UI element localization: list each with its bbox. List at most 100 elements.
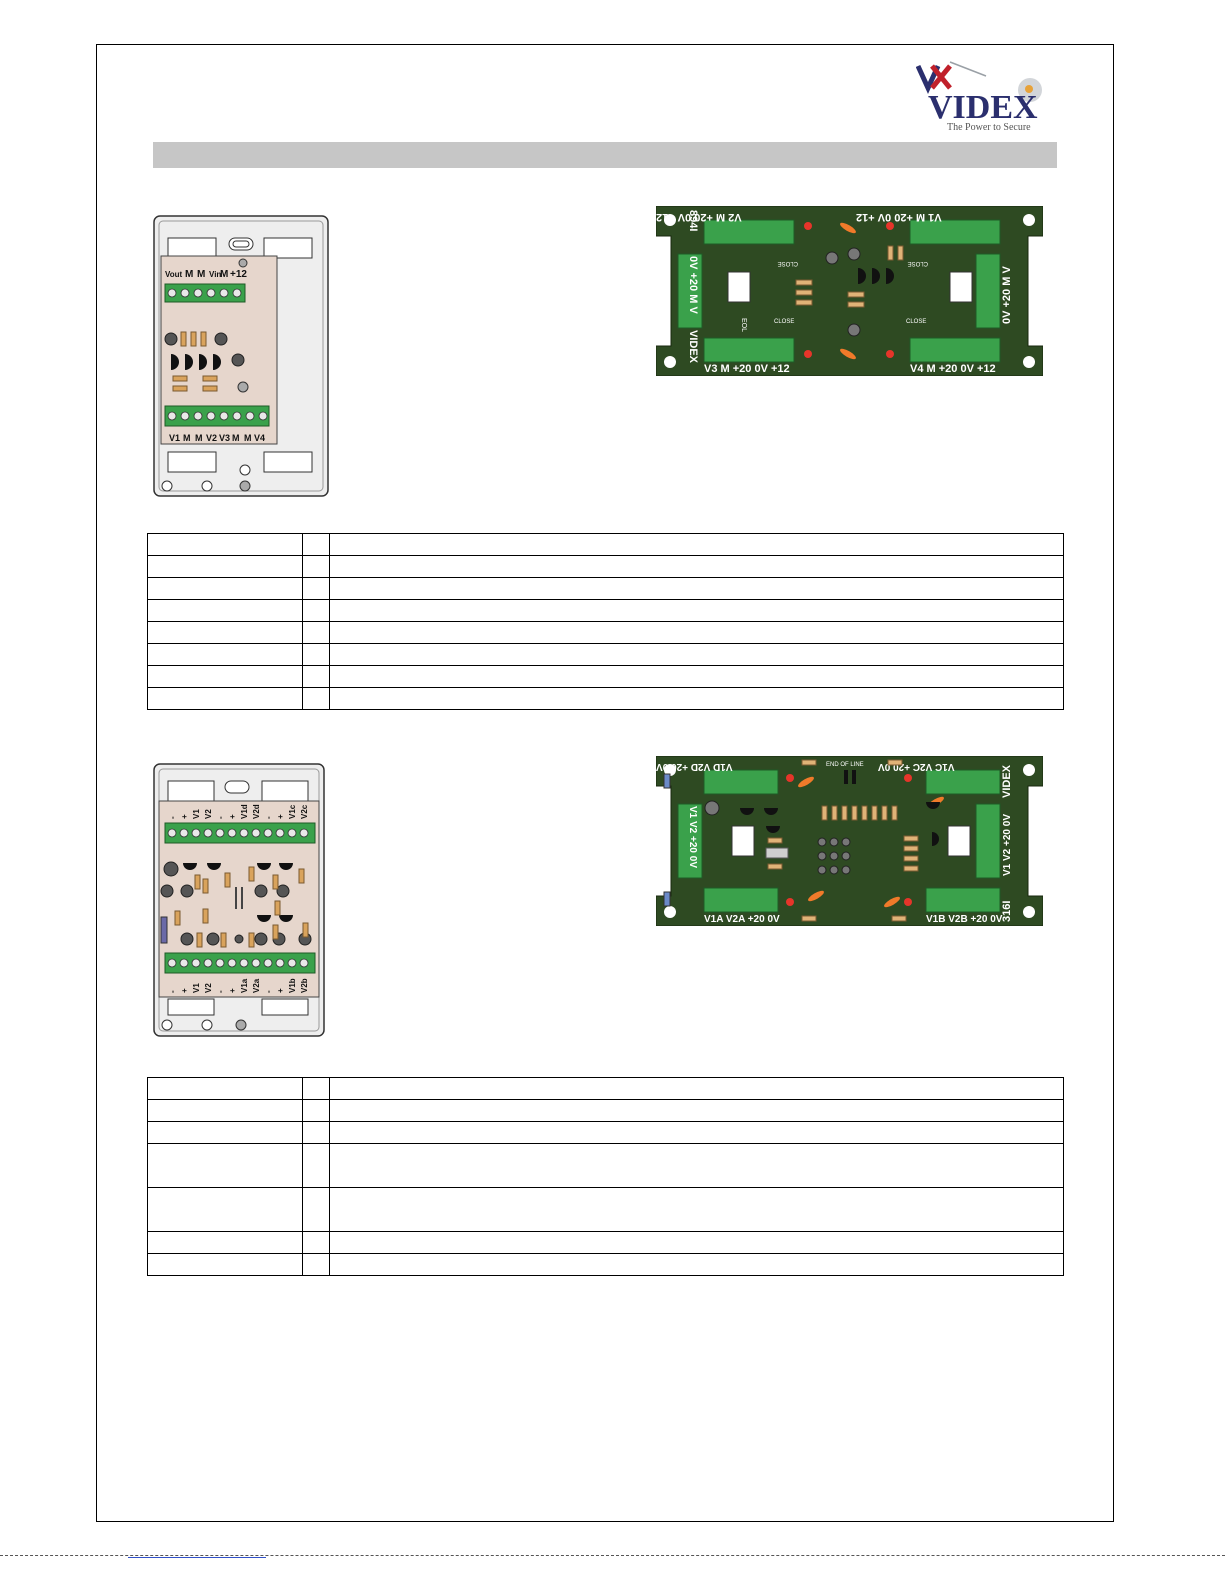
pcb-2-right-side-terminals: V1 V2 +20 0V: [1002, 814, 1013, 876]
description-cell: [329, 1187, 1064, 1232]
device-1-top-terminal-1: Vout: [165, 270, 183, 279]
table-row: [147, 687, 1064, 710]
device-1-bottom-terminal-8: V4: [254, 433, 265, 443]
terminal-cell: [147, 555, 303, 578]
separator-cell: [302, 1143, 330, 1188]
description-cell: [329, 665, 1064, 688]
device-2-bottom-terminal-1: -: [168, 990, 177, 993]
terminal-cell: [147, 577, 303, 600]
device-1-top-terminal-2: M: [185, 269, 193, 280]
description-cell: [329, 599, 1064, 622]
device-2-bottom-terminal-5: -: [216, 990, 225, 993]
device-2-top-terminal-9: -: [264, 816, 273, 819]
device-2-top-terminal-11: V1c: [288, 804, 297, 819]
device-2-top-terminal-12: V2c: [300, 804, 309, 819]
description-cell: [329, 533, 1064, 556]
pcb-1-jumper-label-1: CLOSE: [778, 260, 798, 266]
description-cell: [329, 577, 1064, 600]
description-cell: [329, 1231, 1064, 1254]
device-1-bottom-terminal-6: M: [232, 433, 240, 443]
pcb-1-bottom-left-terminals: V3 M +20 0V +12: [704, 363, 790, 375]
device-2-top-terminal-8: V2d: [252, 804, 261, 819]
separator-cell: [302, 533, 330, 556]
device-1-top-terminal-6: +12: [230, 269, 247, 280]
description-cell: [329, 1253, 1064, 1276]
separator-cell: [302, 1099, 330, 1122]
device-1-bottom-terminal-3: M: [195, 433, 203, 443]
table-row: [147, 533, 1064, 556]
pcb-1-bottom-right-terminals: V4 M +20 0V +12: [910, 363, 996, 375]
separator-cell: [302, 1187, 330, 1232]
pcb-1-jumper-label-3: CLOSE: [774, 319, 794, 325]
terminal-cell: [147, 1099, 303, 1122]
device-2-top-terminal-7: V1d: [240, 804, 249, 819]
device-2-bottom-terminal-11: V1b: [288, 978, 297, 993]
separator-cell: [302, 577, 330, 600]
table-row: [147, 577, 1064, 600]
device-1-top-terminal-5: M: [220, 269, 228, 280]
device-2-top-terminal-6: +: [228, 814, 237, 819]
pcb-1-right-side-terminals: 0V +20 M V: [1001, 266, 1013, 324]
terminal-cell: [147, 1143, 303, 1188]
device-2-top-terminal-4: V2: [204, 809, 213, 819]
module-1-device-illustration: Vout M M Vin M +12 V1 M M V2 V3 M M V4: [153, 214, 329, 503]
device-1-bottom-terminal-2: M: [183, 433, 191, 443]
pcb-1-brand: VIDEX: [687, 330, 699, 364]
device-2-bottom-terminal-8: V2a: [252, 978, 261, 993]
table-row: [147, 1187, 1064, 1232]
description-cell: [329, 621, 1064, 644]
device-2-bottom-terminal-7: V1a: [240, 978, 249, 993]
terminal-cell: [147, 1121, 303, 1144]
terminal-cell: [147, 533, 303, 556]
terminal-cell: [147, 687, 303, 710]
terminal-cell: [147, 643, 303, 666]
separator-cell: [302, 599, 330, 622]
device-2-bottom-terminal-2: +: [180, 988, 189, 993]
table-row: [147, 1099, 1064, 1122]
separator-cell: [302, 687, 330, 710]
separator-cell: [302, 1253, 330, 1276]
pcb-1-left-side-terminals: 0V +20 M V: [687, 256, 699, 314]
device-2-top-terminal-5: -: [216, 816, 225, 819]
device-2-top-terminal-3: V1: [192, 809, 201, 819]
table-row: [147, 665, 1064, 688]
device-2-bottom-terminal-3: V1: [192, 983, 201, 993]
table-row: [147, 1121, 1064, 1144]
pcb-1-jumper-label-2: CLOSE: [908, 260, 928, 266]
logo-tagline: The Power to Secure: [947, 122, 1031, 133]
footer-divider: [0, 1555, 1225, 1556]
separator-cell: [302, 621, 330, 644]
table-row: [147, 1253, 1064, 1276]
pcb-2-bottom-left-terminals: V1A V2A +20 0V: [704, 914, 780, 925]
description-cell: [329, 1143, 1064, 1188]
device-1-top-terminal-3: M: [197, 269, 205, 280]
terminal-cell: [147, 665, 303, 688]
description-cell: [329, 1077, 1064, 1100]
separator-cell: [302, 665, 330, 688]
description-cell: [329, 555, 1064, 578]
pcb-2-bottom-right-terminals: V1B V2B +20 0V: [926, 914, 1003, 925]
device-2-bottom-terminal-10: +: [276, 988, 285, 993]
separator-cell: [302, 1121, 330, 1144]
section-header-bar: [153, 142, 1057, 168]
table-row: [147, 1231, 1064, 1254]
pcb-1-top-right-terminals: V1 M +20 0V +12: [856, 211, 942, 223]
device-1-bottom-terminal-7: M: [244, 433, 252, 443]
table-row: [147, 643, 1064, 666]
description-cell: [329, 643, 1064, 666]
terminal-cell: [147, 599, 303, 622]
device-1-bottom-terminal-5: V3: [219, 433, 230, 443]
table-row: [147, 555, 1064, 578]
pcb-1-top-left-terminals: V2 M +20 0V +12: [656, 211, 742, 223]
terminal-cell: [147, 1231, 303, 1254]
device-1-bottom-terminal-4: V2: [206, 433, 217, 443]
pcb-1-jumper-label-5: EOL: [740, 318, 747, 332]
footer-link-underline[interactable]: [128, 1557, 266, 1558]
pcb-2-top-left-terminals: V1D V2D +20 0V: [656, 761, 732, 772]
description-cell: [329, 1099, 1064, 1122]
pcb-2-left-side-terminals: V1 V2 +20 0V: [687, 806, 698, 868]
logo-brand-text: VIDEX: [928, 89, 1038, 126]
module-2-terminal-table: [147, 1077, 1064, 1276]
pcb-1-jumper-label-4: CLOSE: [906, 319, 926, 325]
module-2-device-illustration: - + V1 V2 - + V1d V2d - + V1c V2c: [153, 763, 325, 1042]
